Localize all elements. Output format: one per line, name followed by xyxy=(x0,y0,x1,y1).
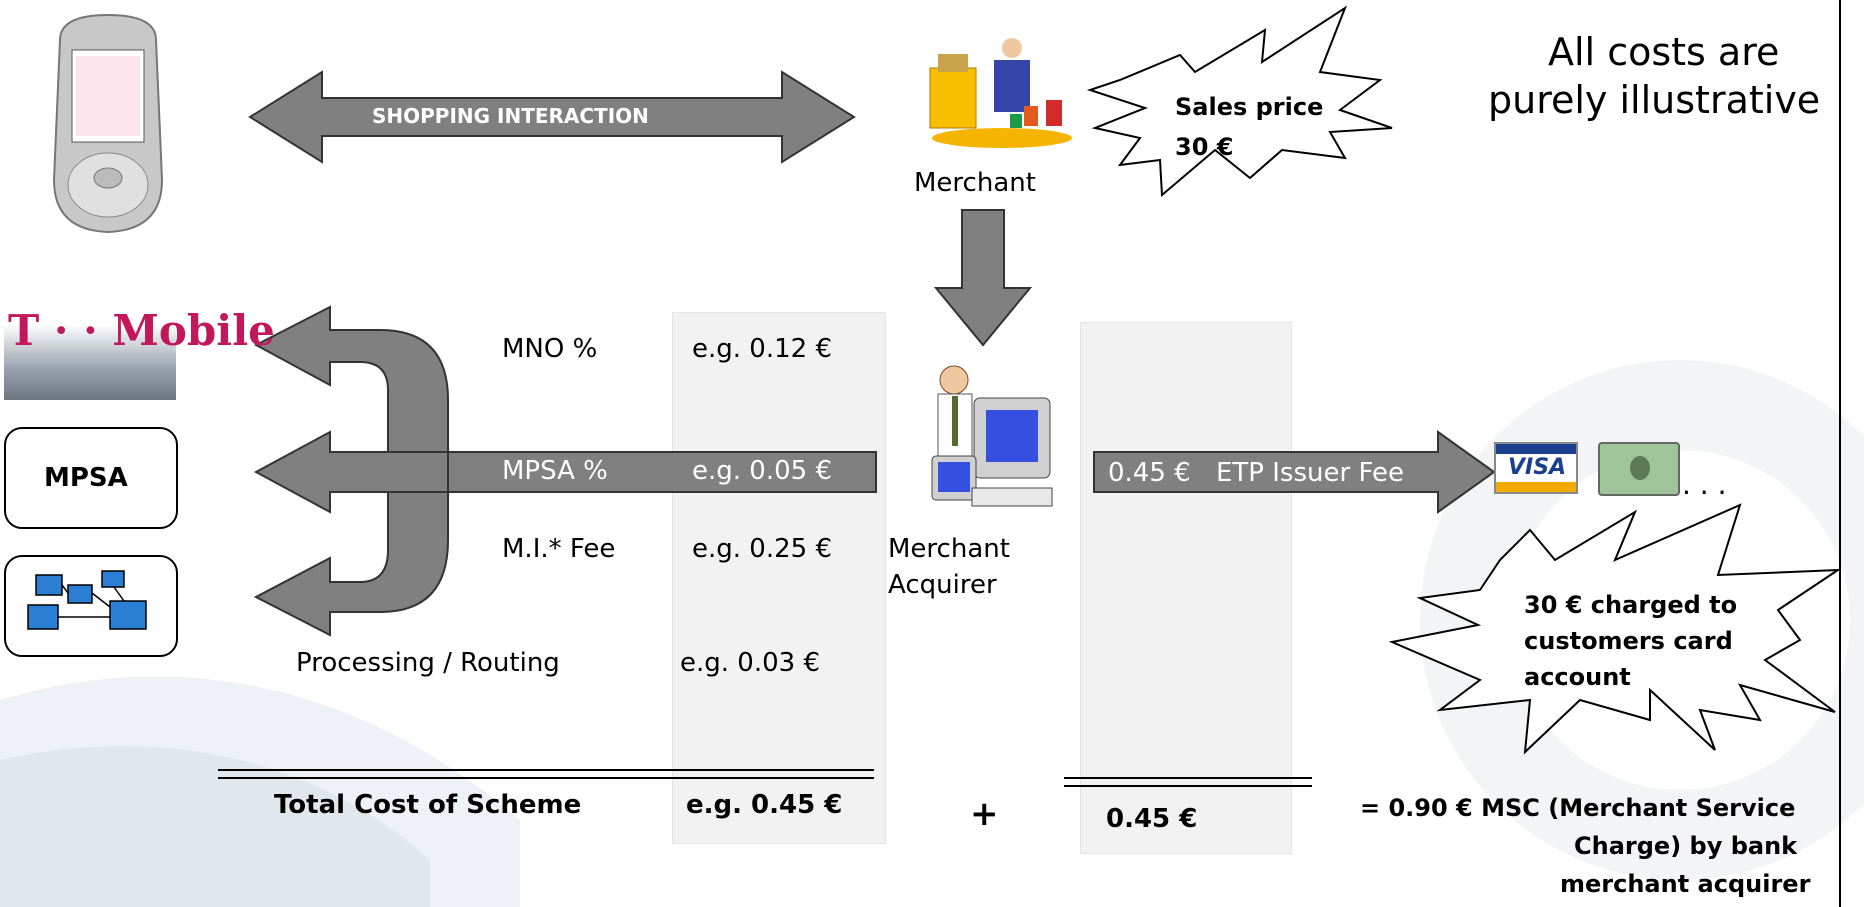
msc-line1: = 0.90 € MSC (Merchant Service xyxy=(1360,794,1796,822)
t-mobile-logo: T · · Mobile xyxy=(4,292,275,400)
fee-distribution-arrows xyxy=(253,305,877,637)
sales-price-line2: 30 € xyxy=(1175,133,1234,161)
issuer-total-value: 0.45 € xyxy=(1106,804,1198,834)
total-cost-label: Total Cost of Scheme xyxy=(274,790,582,820)
disclaimer-line2: purely illustrative xyxy=(1488,78,1821,122)
amex-card-logo xyxy=(1598,442,1680,496)
fee-value-mpsa: e.g. 0.05 € xyxy=(692,456,832,486)
issuer-fee-column xyxy=(1080,322,1292,854)
total-underlines xyxy=(218,769,1312,787)
merchant-illustration xyxy=(924,30,1080,150)
fee-value-mi: e.g. 0.25 € xyxy=(692,534,832,564)
charged-line3: account xyxy=(1524,663,1631,691)
acquirer-label-line2: Acquirer xyxy=(888,570,997,600)
scheme-fee-column xyxy=(672,312,886,844)
fee-name-processing: Processing / Routing xyxy=(296,648,560,678)
sales-price-line1: Sales price xyxy=(1175,93,1324,121)
acquirer-label-line1: Merchant xyxy=(888,534,1010,564)
issuer-fee-amount: 0.45 € xyxy=(1108,458,1191,488)
plus-sign: + xyxy=(970,794,999,834)
merchant-label: Merchant xyxy=(914,168,1036,198)
fee-name-mno: MNO % xyxy=(502,334,598,364)
visa-card-logo: VISA xyxy=(1494,442,1578,494)
shopping-interaction-label: SHOPPING INTERACTION xyxy=(372,104,649,128)
network-box xyxy=(4,555,178,657)
t-mobile-logo-text: T · · Mobile xyxy=(8,306,275,355)
charged-line1: 30 € charged to xyxy=(1524,591,1738,619)
issuer-fee-label: ETP Issuer Fee xyxy=(1216,458,1404,488)
fee-value-processing: e.g. 0.03 € xyxy=(680,648,820,678)
charged-line2: customers card xyxy=(1524,627,1733,655)
scheme-total-value: e.g. 0.45 € xyxy=(686,790,843,820)
visa-text: VISA xyxy=(1508,455,1567,480)
mpsa-box: MPSA xyxy=(4,427,178,529)
fee-name-mi: M.I.* Fee xyxy=(502,534,616,564)
mobile-phone-icon xyxy=(46,10,170,235)
issuer-fee-arrow xyxy=(1093,430,1496,514)
network-computers-icon xyxy=(27,570,147,630)
shopping-interaction-arrow xyxy=(248,70,856,164)
sales-price-burst xyxy=(1086,5,1393,198)
msc-line2: Charge) by bank xyxy=(1574,832,1798,860)
more-cards-ellipsis: . . . xyxy=(1682,468,1727,501)
charged-burst xyxy=(1388,503,1842,755)
msc-line3: merchant acquirer xyxy=(1560,870,1811,898)
fee-name-mpsa: MPSA % xyxy=(502,456,608,486)
mpsa-label: MPSA xyxy=(44,463,128,493)
acquirer-illustration xyxy=(924,360,1062,518)
disclaimer-line1: All costs are xyxy=(1548,30,1780,74)
merchant-to-acquirer-arrow xyxy=(933,209,1033,347)
fee-value-mno: e.g. 0.12 € xyxy=(692,334,832,364)
